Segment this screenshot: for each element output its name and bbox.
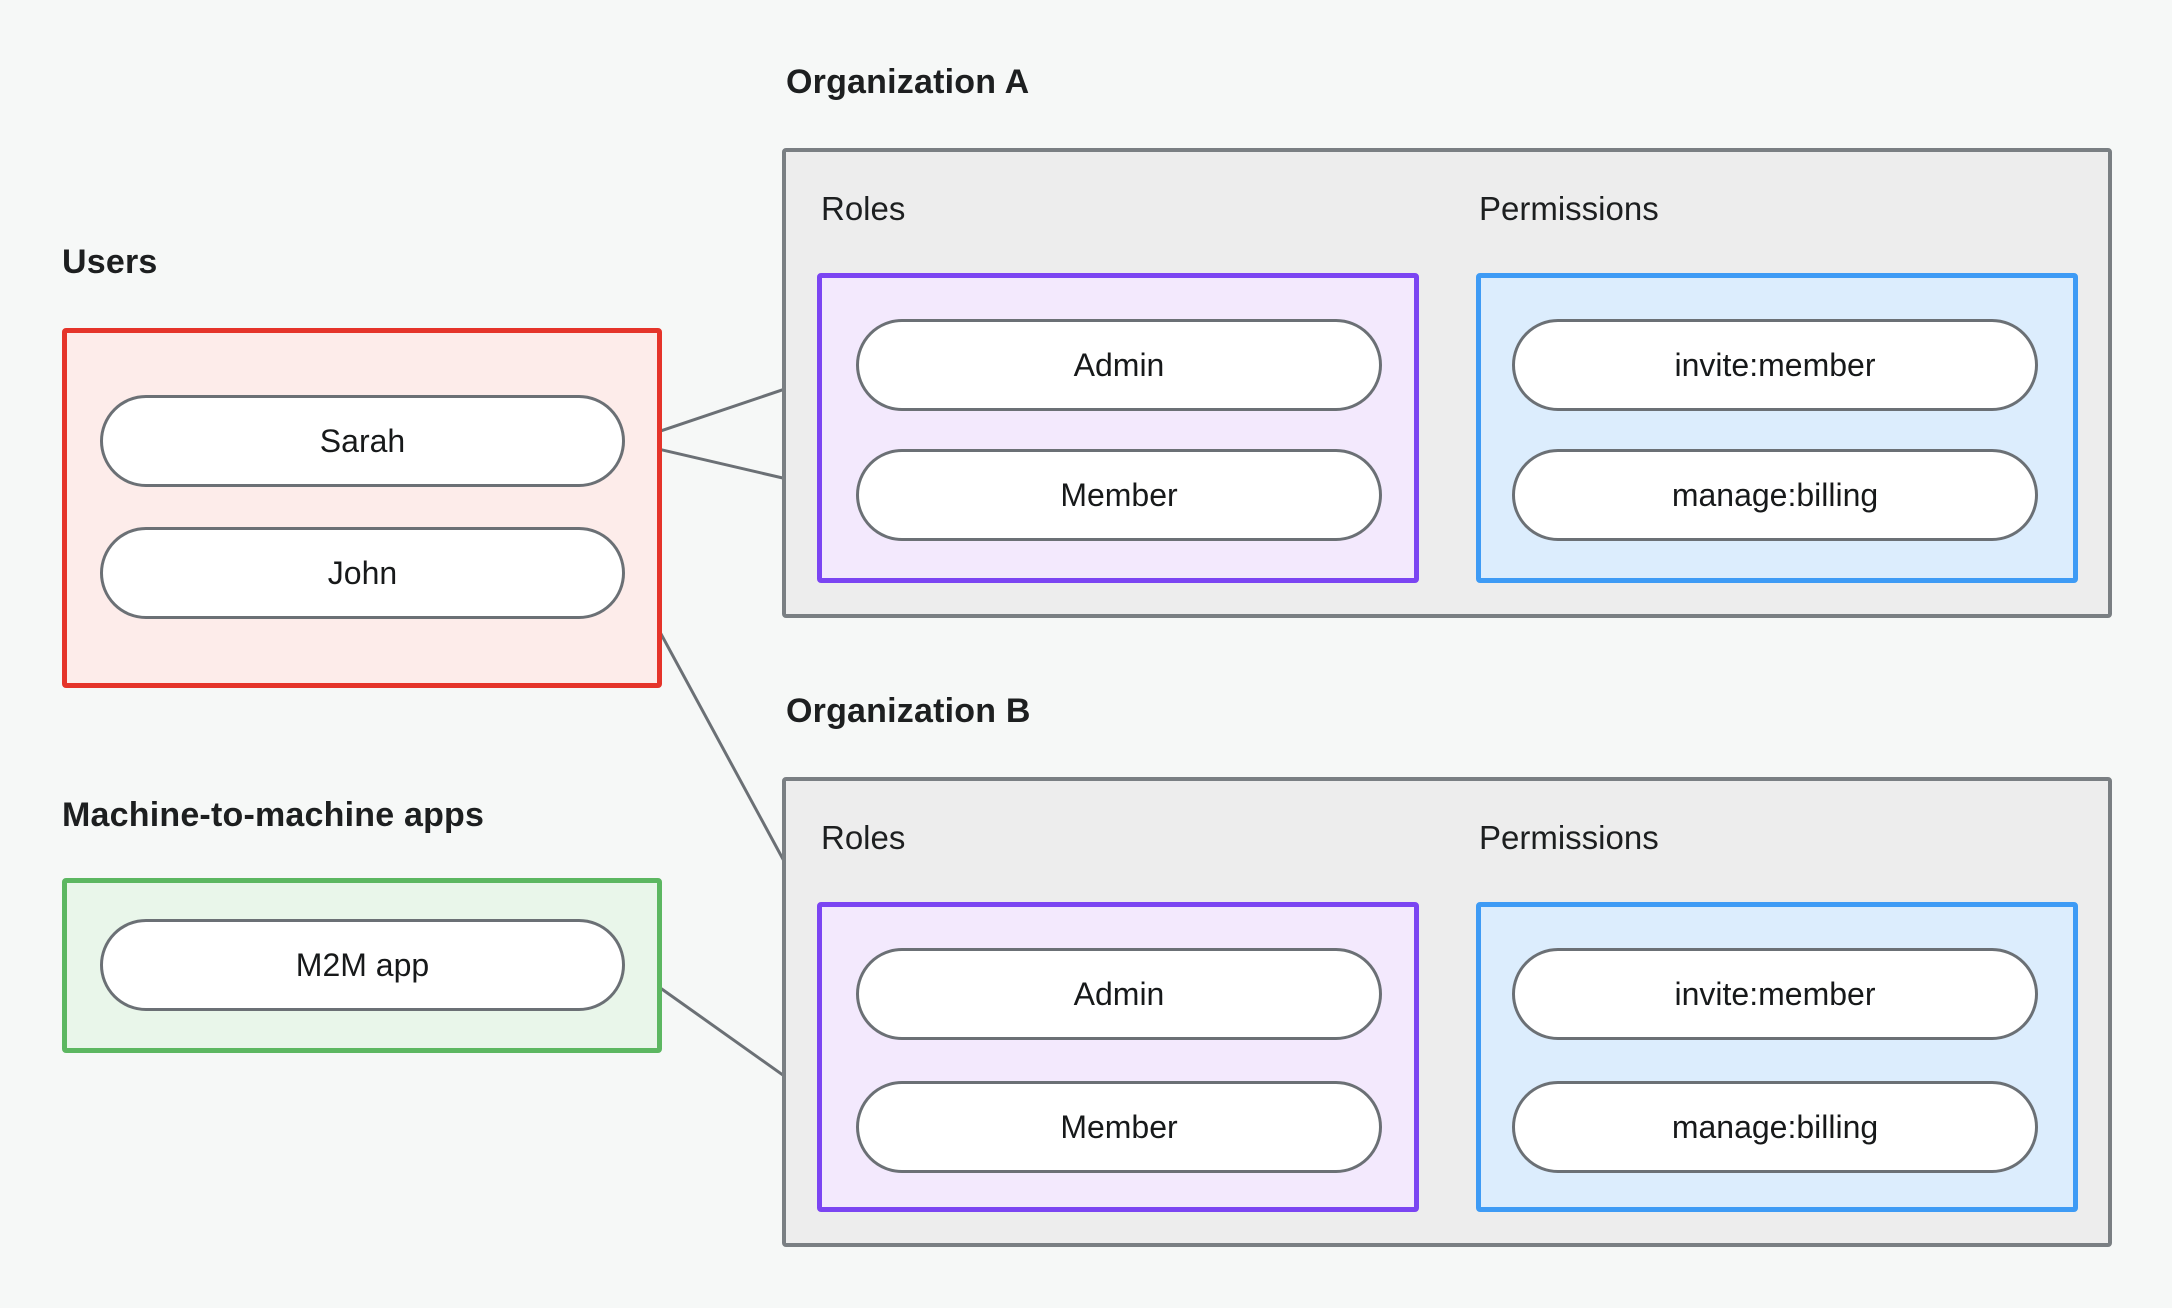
user-node-sarah[interactable]: Sarah	[100, 395, 625, 487]
m2m-node-app[interactable]: M2M app	[100, 919, 625, 1011]
users-group-box	[62, 328, 662, 688]
orgA-permission-manage-billing[interactable]: manage:billing	[1512, 449, 2038, 541]
users-caption: Users	[62, 243, 158, 281]
organization-b-caption: Organization B	[786, 692, 1031, 730]
m2m-caption: Machine-to-machine apps	[62, 796, 485, 834]
orgB-permission-manage-billing[interactable]: manage:billing	[1512, 1081, 2038, 1173]
orgB-permission-invite-member[interactable]: invite:member	[1512, 948, 2038, 1040]
user-node-john[interactable]: John	[100, 527, 625, 619]
orgA-roles-heading: Roles	[821, 190, 906, 227]
orgB-role-member[interactable]: Member	[856, 1081, 1382, 1173]
orgB-role-admin[interactable]: Admin	[856, 948, 1382, 1040]
orgB-permissions-heading: Permissions	[1479, 819, 1659, 856]
orgA-role-admin[interactable]: Admin	[856, 319, 1382, 411]
organization-a-caption: Organization A	[786, 63, 1030, 101]
orgB-roles-heading: Roles	[821, 819, 906, 856]
orgA-role-member[interactable]: Member	[856, 449, 1382, 541]
orgA-permission-invite-member[interactable]: invite:member	[1512, 319, 2038, 411]
orgA-permissions-heading: Permissions	[1479, 190, 1659, 227]
